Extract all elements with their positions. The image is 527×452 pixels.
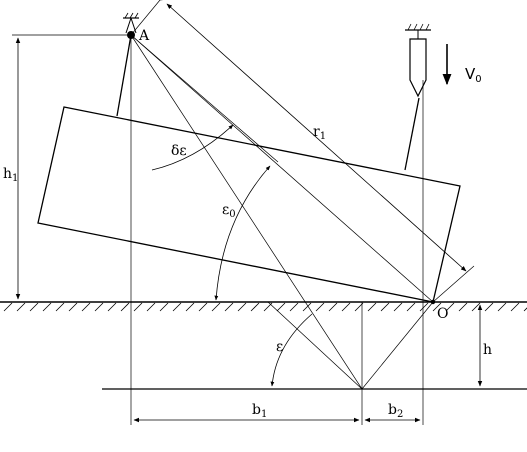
label-O: O [437, 306, 448, 322]
pivot-A [123, 12, 139, 39]
label-delta-eps: δε [171, 143, 187, 159]
angle-arcs [151, 124, 313, 387]
vertical-construction-lines [130, 33, 424, 425]
ground [0, 301, 527, 312]
label-b1: b1 [252, 402, 267, 420]
label-h: h [483, 342, 492, 358]
r1-dimension [160, 0, 475, 303]
point-O [430, 299, 436, 305]
label-V0: V0 [465, 65, 482, 85]
label-eps0: ε0 [222, 202, 236, 220]
label-eps: ε [276, 339, 283, 355]
label-A: A [138, 28, 150, 44]
labels: A O V0 r1 h1 h b1 b2 δε ε0 ε [3, 28, 492, 420]
label-h1: h1 [3, 166, 18, 184]
construction-lines-from-A [130, 34, 434, 390]
rod-right [404, 97, 420, 171]
construction-lines-from-O [267, 301, 434, 390]
cylinder-mount [405, 23, 431, 98]
top-diagonal-line [130, 0, 161, 36]
rod-A [116, 34, 132, 117]
h1-dimension [12, 34, 131, 300]
tilted-block [37, 106, 461, 303]
label-b2: b2 [388, 402, 403, 420]
label-r1: r1 [313, 124, 326, 142]
